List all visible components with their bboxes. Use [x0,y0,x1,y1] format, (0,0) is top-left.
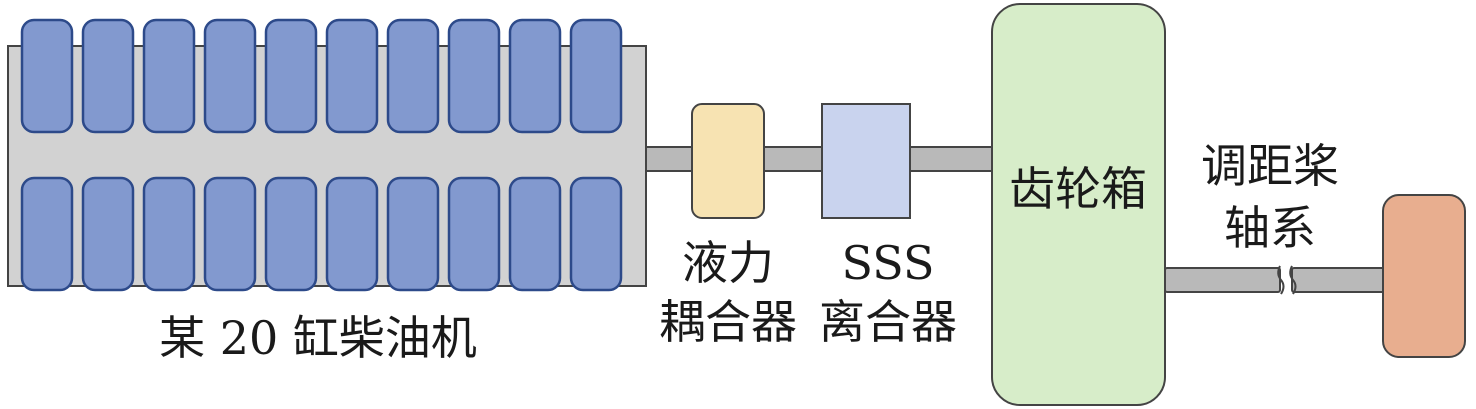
cylinder [81,176,135,292]
gearbox-box [991,3,1166,406]
fluid-coupling-label-line2: 耦合器 [659,295,797,349]
cylinder [386,18,440,134]
cylinder [20,18,74,134]
engine-label: 某 20 缸柴油机 [159,311,477,365]
shaft-break-propeller [1291,267,1386,293]
cylinder [508,18,562,134]
cylinder [325,18,379,134]
cylinder [142,18,196,134]
cylinder [203,176,257,292]
cylinder [508,176,562,292]
shaft-coupling-clutch [761,146,825,172]
gearbox-label: 齿轮箱 [1009,162,1147,216]
fluid-coupling-label-line1: 液力 [682,236,774,290]
cylinder [203,18,257,134]
cylinder [569,176,623,292]
fluid-coupling-box [691,103,765,219]
shaft-clutch-gearbox [907,146,995,172]
cylinder [325,176,379,292]
cylinder [569,18,623,134]
cylinder [386,176,440,292]
shaft-gearbox-break [1164,267,1281,293]
cylinder [447,18,501,134]
sss-clutch-label-line2: 离合器 [819,295,957,349]
cylinder [264,176,318,292]
shaft-system-label-line1: 调距桨 [1201,139,1339,193]
shaft-break-mark [1277,265,1285,295]
cylinder [20,176,74,292]
sss-clutch-box [821,103,911,219]
cylinder [447,176,501,292]
cylinder [264,18,318,134]
cylinder [81,18,135,134]
shaft-break-mark-2 [1289,265,1297,295]
shaft-engine-coupling [639,146,697,172]
engine-cylinders [20,18,623,292]
propeller-box [1382,194,1466,358]
sss-clutch-label-line1: SSS [842,236,935,290]
cylinder [142,176,196,292]
shaft-system-label-line2: 轴系 [1224,201,1316,255]
